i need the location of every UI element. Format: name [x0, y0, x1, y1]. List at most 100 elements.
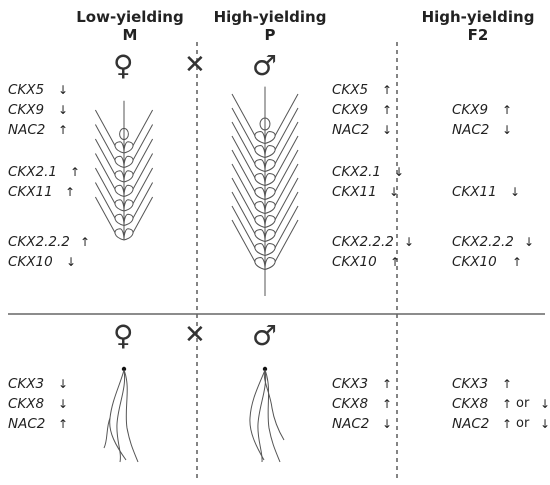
gene-label: NAC2: [332, 416, 370, 432]
male-symbol-icon: ♂: [252, 319, 278, 352]
gene-label: CKX9: [452, 102, 489, 118]
awn: [231, 219, 256, 263]
female-symbol-icon: ♀: [113, 319, 134, 352]
arrow-up-icon: ↑: [512, 255, 523, 269]
awn: [231, 149, 256, 193]
arrow-down-icon: ↓: [394, 165, 405, 179]
awn: [231, 177, 256, 221]
gene-label: CKX11: [8, 184, 53, 200]
header-high-title: High-yielding: [213, 8, 327, 26]
spikelet: [264, 158, 276, 172]
arrow-down-icon: ↓: [58, 103, 69, 117]
awn: [274, 163, 299, 207]
cross-icon: ✕: [184, 50, 206, 80]
arrow-up-icon: ↑: [80, 235, 91, 249]
spikelet: [114, 141, 125, 154]
spikelet: [264, 256, 276, 270]
spikelet: [114, 228, 125, 241]
arrow-down-icon: ↓: [404, 235, 415, 249]
spikelet: [254, 242, 266, 256]
arrow-down-icon: ↓: [58, 397, 69, 411]
spikelet: [114, 170, 125, 183]
header-low-code: M: [122, 26, 138, 44]
arrow-up-icon: ↑: [502, 377, 513, 391]
spikelet: [254, 200, 266, 214]
spikelet: [114, 155, 125, 168]
spikelet: [264, 172, 276, 186]
spikelet: [264, 200, 276, 214]
gene-label: CKX11: [332, 184, 377, 200]
spikelet: [119, 127, 129, 141]
header-f2: High-yielding F2: [418, 8, 538, 44]
awn: [94, 138, 116, 176]
arrow-up-icon: ↑: [382, 83, 393, 97]
spikelet: [254, 256, 266, 270]
gene-label: CKX8: [8, 396, 45, 412]
gene-label: NAC2: [332, 122, 370, 138]
spikelet: [123, 170, 134, 183]
awn: [94, 182, 116, 219]
header-f2-title: High-yielding: [421, 8, 535, 26]
gene-label: CKX10: [332, 254, 377, 270]
awn: [274, 205, 299, 249]
awn: [94, 196, 116, 234]
or-connector: or: [516, 396, 530, 411]
arrow-down-icon: ↓: [389, 185, 400, 199]
awn: [231, 93, 256, 137]
arrow-up-icon: ↑: [502, 397, 513, 411]
arrow-up-icon: ↑: [502, 103, 513, 117]
spikelet: [254, 186, 266, 200]
spikelet: [123, 213, 134, 226]
arrow-down-icon: ↓: [382, 417, 393, 431]
spikelet: [254, 214, 266, 228]
spikelet: [123, 199, 134, 212]
gene-label: CKX3: [332, 376, 369, 392]
arrow-down-icon: ↓: [58, 377, 69, 391]
awn: [274, 107, 299, 151]
spikelet: [264, 228, 276, 242]
arrow-up-icon: ↑: [65, 185, 76, 199]
spikelet: [123, 141, 134, 154]
spikelet: [264, 130, 276, 144]
arrow-down-icon: ↓: [66, 255, 77, 269]
awn: [274, 177, 299, 221]
arrow-up-icon: ↑: [70, 165, 81, 179]
arrow-down-icon: ↓: [382, 123, 393, 137]
spikelet: [123, 228, 134, 241]
awn: [94, 124, 116, 161]
spikelet: [254, 158, 266, 172]
awn: [274, 219, 299, 263]
arrow-up-icon: ↑: [382, 377, 393, 391]
or-connector: or: [516, 416, 530, 431]
gene-label: CKX2.1: [332, 164, 381, 180]
spikelet: [114, 199, 125, 212]
spikelet: [264, 214, 276, 228]
awn: [132, 109, 154, 147]
awn: [274, 149, 299, 193]
spikelet: [254, 172, 266, 186]
gene-label: CKX3: [452, 376, 489, 392]
spikelet: [254, 144, 266, 158]
arrow-down-icon: ↓: [502, 123, 513, 137]
gene-label: CKX2.2.2: [8, 234, 70, 250]
arrow-down-icon: ↓: [540, 417, 550, 431]
arrow-up-icon: ↑: [382, 397, 393, 411]
awn: [94, 109, 116, 147]
awn: [132, 196, 154, 234]
header-f2-code: F2: [467, 26, 489, 44]
awn: [231, 107, 256, 151]
spikelet: [114, 184, 125, 197]
spike-high-yielding: [231, 86, 299, 296]
spikelet: [264, 144, 276, 158]
gene-label: CKX2.1: [8, 164, 57, 180]
gene-label: CKX11: [452, 184, 497, 200]
spike-low-yielding: [94, 100, 154, 241]
awn: [274, 121, 299, 165]
awn: [274, 135, 299, 179]
header-low-yielding: Low-yielding M: [70, 8, 190, 44]
female-symbol-icon: ♀: [113, 49, 134, 82]
gene-label: CKX8: [452, 396, 489, 412]
root-low-yielding: [103, 366, 139, 463]
awn: [231, 191, 256, 235]
